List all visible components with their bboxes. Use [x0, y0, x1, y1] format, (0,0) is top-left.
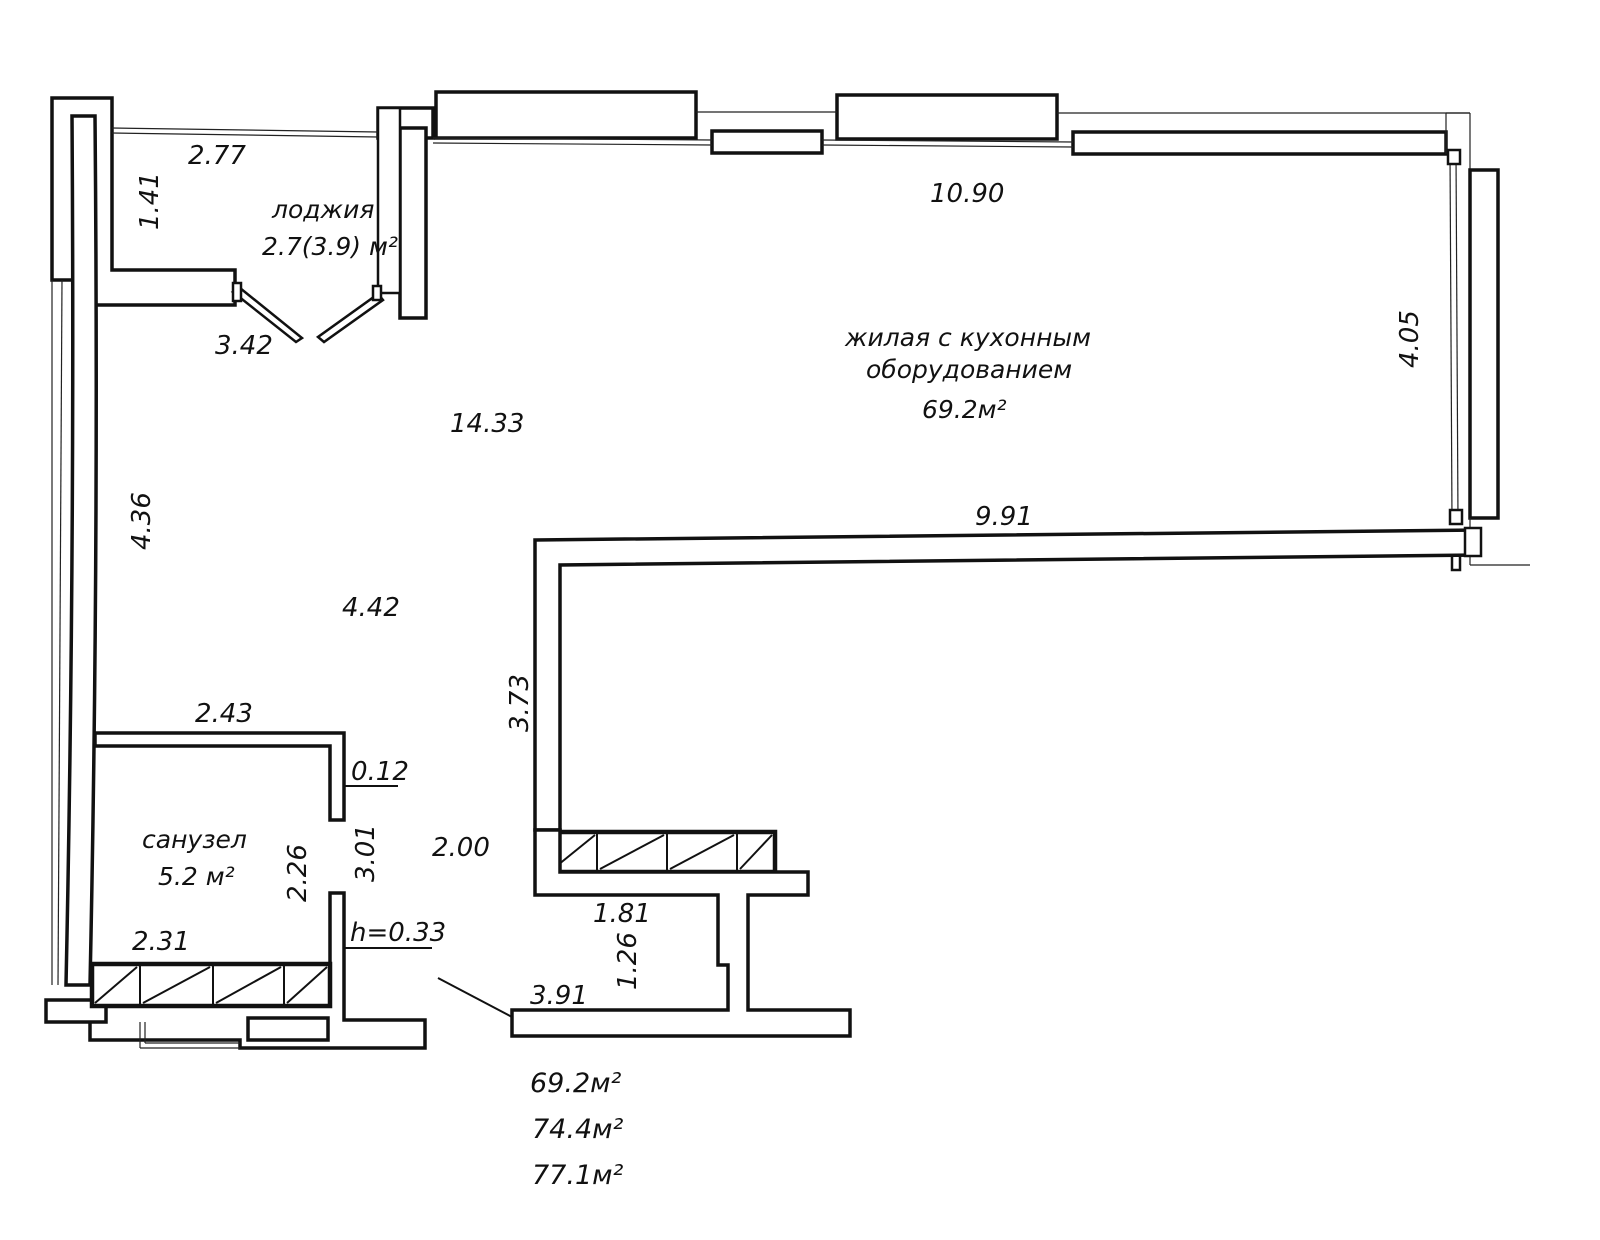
interior-wall-kitchen — [533, 526, 1483, 832]
total-area-with-loggia: 77.1м² — [532, 1160, 623, 1191]
living-room-name-line2: оборудованием — [866, 355, 1072, 384]
dim-2-77: 2.77 — [188, 141, 246, 171]
dim-1-81: 1.81 — [593, 899, 651, 929]
ventilation-shaft-right — [510, 828, 852, 1038]
dim-1-26: 1.26 — [613, 932, 643, 990]
loggia-area: 2.7(3.9) м² — [262, 232, 398, 261]
bathroom-walls — [44, 731, 427, 1050]
bathroom-name: санузел — [142, 825, 247, 854]
dim-h-0-33: h=0.33 — [350, 918, 446, 948]
total-living-area: 69.2м² — [530, 1068, 621, 1099]
dim-0-12: 0.12 — [351, 757, 409, 787]
dim-14-33: 14.33 — [450, 409, 524, 439]
dim-2-43: 2.43 — [195, 699, 253, 729]
dim-9-91: 9.91 — [975, 502, 1033, 532]
dim-2-00: 2.00 — [432, 833, 490, 863]
dim-4-05: 4.05 — [1395, 310, 1425, 368]
dim-4-42: 4.42 — [342, 593, 400, 623]
dim-3-42: 3.42 — [215, 331, 273, 361]
bathroom-area: 5.2 м² — [158, 862, 235, 891]
dim-10-90: 10.90 — [930, 179, 1004, 209]
dim-1-41: 1.41 — [135, 172, 165, 230]
dim-3-73: 3.73 — [505, 674, 535, 732]
leader-lines — [344, 785, 513, 1018]
loggia-door — [230, 281, 385, 344]
dim-2-31: 2.31 — [132, 927, 190, 957]
ventilation-shaft-bathroom — [89, 961, 333, 1009]
top-wall — [432, 90, 1470, 156]
dim-2-26: 2.26 — [283, 844, 313, 902]
dim-4-36: 4.36 — [127, 492, 157, 550]
loggia-name: лоджия — [271, 195, 374, 224]
living-room-name-line1: жилая с кухонным — [844, 323, 1091, 352]
living-room-area: 69.2м² — [922, 395, 1007, 424]
total-area: 74.4м² — [532, 1114, 623, 1145]
loggia-walls — [50, 96, 435, 320]
right-wall — [1446, 112, 1530, 572]
dim-3-91: 3.91 — [530, 981, 588, 1011]
dim-3-01: 3.01 — [351, 824, 381, 882]
